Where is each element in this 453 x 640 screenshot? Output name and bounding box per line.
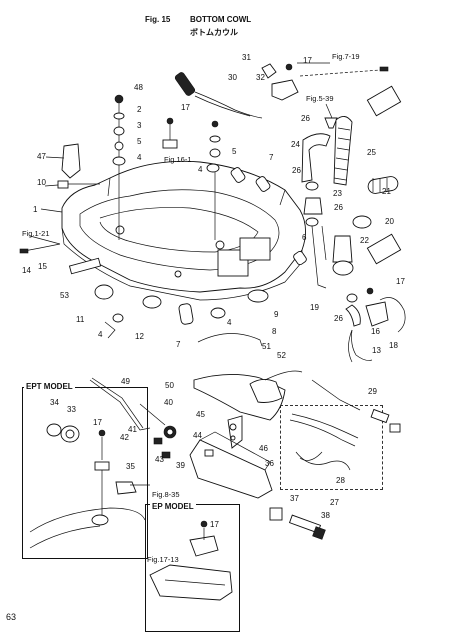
wiring-option-dashed-box <box>280 405 383 490</box>
part-number-5: 5 <box>232 147 237 156</box>
part-number-20: 20 <box>385 217 394 226</box>
part-number-4: 4 <box>227 318 232 327</box>
ept-model-label: EPT MODEL <box>24 382 75 391</box>
wiring-parts-dashed-box <box>289 379 401 471</box>
part-number-7: 7 <box>176 340 181 349</box>
part-number-41: 41 <box>128 425 137 434</box>
fastener-parts-middle <box>162 117 271 240</box>
ep-model-label: EP MODEL <box>150 502 196 511</box>
part-number-36: 36 <box>265 459 274 468</box>
part-number-10: 10 <box>37 178 46 187</box>
part-number-23: 23 <box>333 189 342 198</box>
part-number-37: 37 <box>290 494 299 503</box>
part-number-40: 40 <box>164 398 173 407</box>
ep-inset-parts <box>149 520 233 601</box>
part-number-17: 17 <box>396 277 405 286</box>
part-number-1: 1 <box>33 205 38 214</box>
figure-reference-fig-1-21: Fig.1-21 <box>22 229 50 238</box>
part-number-35: 35 <box>126 462 135 471</box>
part-number-38: 38 <box>321 511 330 520</box>
part-number-16: 16 <box>371 327 380 336</box>
part-number-47: 47 <box>37 152 46 161</box>
part-number-26: 26 <box>334 314 343 323</box>
harness-parts-top <box>174 63 389 119</box>
part-number-48: 48 <box>134 83 143 92</box>
figure-reference-fig-8-35: Fig.8-35 <box>152 490 180 499</box>
part-number-4: 4 <box>198 165 203 174</box>
part-number-17: 17 <box>181 103 190 112</box>
part-number-50: 50 <box>165 381 174 390</box>
part-number-17: 17 <box>93 418 102 427</box>
fuel-line-assembly <box>301 85 402 289</box>
part-number-52: 52 <box>277 351 286 360</box>
part-number-49: 49 <box>121 377 130 386</box>
part-number-26: 26 <box>301 114 310 123</box>
part-number-27: 27 <box>330 498 339 507</box>
part-number-21: 21 <box>382 187 391 196</box>
part-number-24: 24 <box>291 140 300 149</box>
ept-model-inset <box>22 387 148 559</box>
bottom-cowl-body <box>61 160 306 301</box>
part-number-29: 29 <box>368 387 377 396</box>
part-number-42: 42 <box>120 433 129 442</box>
figure-reference-fig-5-39: Fig.5-39 <box>306 94 334 103</box>
part-number-53: 53 <box>60 291 69 300</box>
part-number-44: 44 <box>193 431 202 440</box>
figure-reference-fig-17-13: Fig.17-13 <box>147 555 179 564</box>
figure-reference-fig-16-1: Fig.16-1 <box>164 155 192 164</box>
wiring-parts-right <box>345 287 406 363</box>
part-number-14: 14 <box>22 266 31 275</box>
part-number-11: 11 <box>76 315 85 324</box>
leader-lines <box>29 62 333 486</box>
part-number-33: 33 <box>67 405 76 414</box>
part-number-43: 43 <box>155 455 164 464</box>
part-number-31: 31 <box>242 53 251 62</box>
figure-number: Fig. 15 <box>145 15 171 24</box>
part-number-4: 4 <box>137 153 142 162</box>
part-number-25: 25 <box>367 148 376 157</box>
part-number-13: 13 <box>372 346 381 355</box>
part-number-7: 7 <box>269 153 274 162</box>
figure-title-japanese: ボトムカウル <box>190 28 238 37</box>
part-number-45: 45 <box>196 410 205 419</box>
figure-reference-fig-7-19: Fig.7-19 <box>332 52 360 61</box>
part-number-15: 15 <box>38 262 47 271</box>
part-number-30: 30 <box>228 73 237 82</box>
part-number-3: 3 <box>137 121 142 130</box>
part-number-9: 9 <box>274 310 279 319</box>
part-number-2: 2 <box>137 105 142 114</box>
part-number-26: 26 <box>334 203 343 212</box>
fastener-parts-left <box>19 94 126 275</box>
part-number-39: 39 <box>176 461 185 470</box>
part-number-32: 32 <box>256 73 265 82</box>
part-number-5: 5 <box>137 137 142 146</box>
part-number-51: 51 <box>262 342 271 351</box>
ept-inset-parts <box>29 423 146 549</box>
figure-title: BOTTOM COWL <box>190 15 252 24</box>
part-number-19: 19 <box>310 303 319 312</box>
part-number-18: 18 <box>389 341 398 350</box>
part-number-46: 46 <box>259 444 268 453</box>
part-number-8: 8 <box>272 327 277 336</box>
page-number: 63 <box>6 612 17 622</box>
part-number-34: 34 <box>50 398 59 407</box>
part-number-17: 17 <box>210 520 219 529</box>
part-number-26: 26 <box>292 166 301 175</box>
part-number-6: 6 <box>302 233 307 242</box>
part-number-4: 4 <box>98 330 103 339</box>
plug-parts <box>269 507 326 540</box>
grommets-lower <box>94 250 307 347</box>
part-number-12: 12 <box>135 332 144 341</box>
part-number-22: 22 <box>360 236 369 245</box>
part-number-17: 17 <box>303 56 312 65</box>
lever-and-bracket-parts <box>89 370 303 499</box>
part-number-28: 28 <box>336 476 345 485</box>
